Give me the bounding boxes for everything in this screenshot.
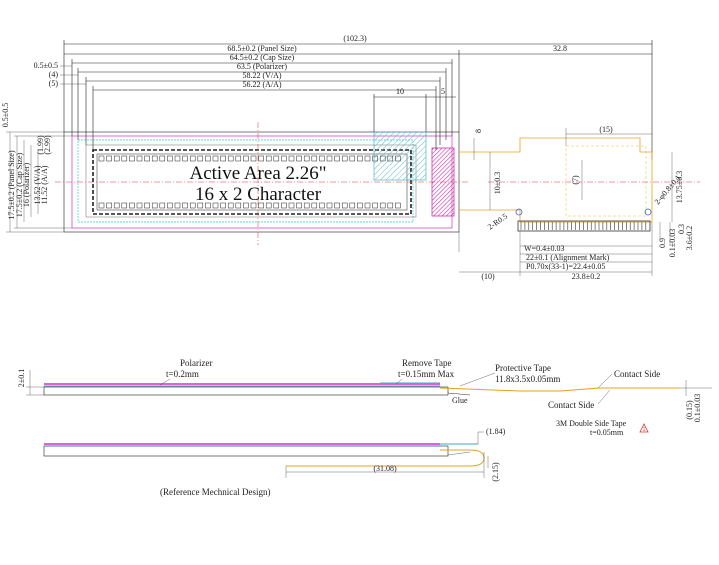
dim-five: 5 [441,87,445,96]
dim-fpc-238: 23.8±0.2 [572,272,600,281]
protective-tape-label: Protective Tape [495,363,551,373]
dim-left-05: 0.5±0.5 [34,61,58,70]
dim-fpc-10v: 10±0.3 [493,172,502,194]
dim-overall: (102.3) [343,34,367,43]
tape-3m-thickness: t=0.05mm [590,428,624,437]
dim-v-1352: 13.52 (V/A) [33,165,42,204]
fpc-view: (15) 8 10±0.3 (7) 13.75±0.3 2-φ0.8±0.1 2… [458,125,694,281]
dim-v-16: 16 (Polarizer) [22,163,31,208]
character-cells [98,155,401,209]
warning-mark: 1 [643,427,646,433]
active-area-title: Active Area 2.26" [189,163,326,184]
dim-left-4: (4) [49,70,59,79]
bent-dim-184: (1.84) [486,427,506,436]
dim-right: 32.8 [553,44,567,53]
dim-left-5: (5) [49,79,59,88]
dim-v-175-cap: 17.5±0.2 (Cap Size) [15,152,24,217]
dim-fpc-03: 0.3 [677,224,686,234]
dim-fpc-8: 8 [474,129,483,133]
reference-note: (Reference Mechnical Design) [160,487,270,497]
dim-fpc-01: 0.1±0.03 [668,229,677,257]
dim-fpc-align: 22±0.1 (Alignment Mark) [526,253,610,262]
dim-polarizer: 63.5 (Polarizer) [237,62,288,71]
dim-fpc-09: 0.9 [658,238,667,248]
fpc-outline [459,137,653,223]
dim-v-05: 0.5±0.5 [1,103,10,127]
viewing-area [85,144,417,218]
dim-panel: 68.5±0.2 (Panel Size) [227,44,297,53]
dim-va: 58.22 (V/A) [242,71,281,80]
dim-fpc-36: 3.6±0.2 [685,226,694,250]
alignment-hole-right [644,208,652,216]
dim-fpc-r05: 2-R0.5 [486,212,509,232]
bent-dim-215: (2.15) [491,462,500,482]
warning-triangle [639,423,649,433]
dim-v-1152: 11.52 (A/A) [40,165,49,204]
character-format: 16 x 2 Character [195,184,322,205]
glue-label: Glue [452,396,468,405]
front-view: Active Area 2.26" 16 x 2 Character [1,34,700,245]
remove-tape-thickness: t=0.15mm Max [398,369,455,379]
dim-v-299: (2.99) [43,135,52,155]
fpc-thickness: 0.1±0.03 [693,394,702,422]
side-fpc [439,387,680,392]
bent-dim-3108: (31.08) [373,464,397,473]
dim-cap: 64.5±0.2 (Cap Size) [230,53,295,62]
dim-fpc-7: (7) [571,175,580,185]
dim-v-175-panel: 17.5±0.2 (Panel Size) [7,150,16,220]
tape-3m-label: 3M Double Side Tape [556,419,627,428]
dim-fpc-10: (10) [481,272,495,281]
contact-side-1: Contact Side [614,369,660,379]
side-height-dim: 2±0.1 [17,369,26,387]
polarizer-outline [77,139,414,223]
dim-aa: 56.22 (A/A) [242,80,281,89]
dim-fpc-w: W=0.4±0.03 [524,244,564,253]
dim-fpc-1375: 13.75±0.3 [675,171,684,203]
polarizer-thickness: t=0.2mm [166,369,199,379]
bent-side-view: (1.84) (31.08) (2.15) (Reference Mechnic… [43,427,506,497]
polarizer-label: Polarizer [180,358,212,368]
side-view: 2±0.1 Polarizer t=0.2mm Remove Tape t=0.… [17,358,712,437]
dim-fpc-15: (15) [599,125,613,134]
contact-side-2: Contact Side [548,400,594,410]
side-glass [43,386,449,396]
dim-v-199: (1.99) [36,135,45,155]
dim-fpc-pitch: P0.70x(33-1)=22.4±0.05 [526,262,605,271]
contact-pads [517,220,651,232]
protective-tape-size: 11.8x3.5x0.05mm [495,374,560,384]
dim-ten: 10 [396,87,404,96]
remove-tape-label: Remove Tape [402,358,451,368]
alignment-hole-left [515,208,523,216]
fpc-thickness-2: (0.15) [685,400,694,420]
bent-glass [43,445,449,457]
